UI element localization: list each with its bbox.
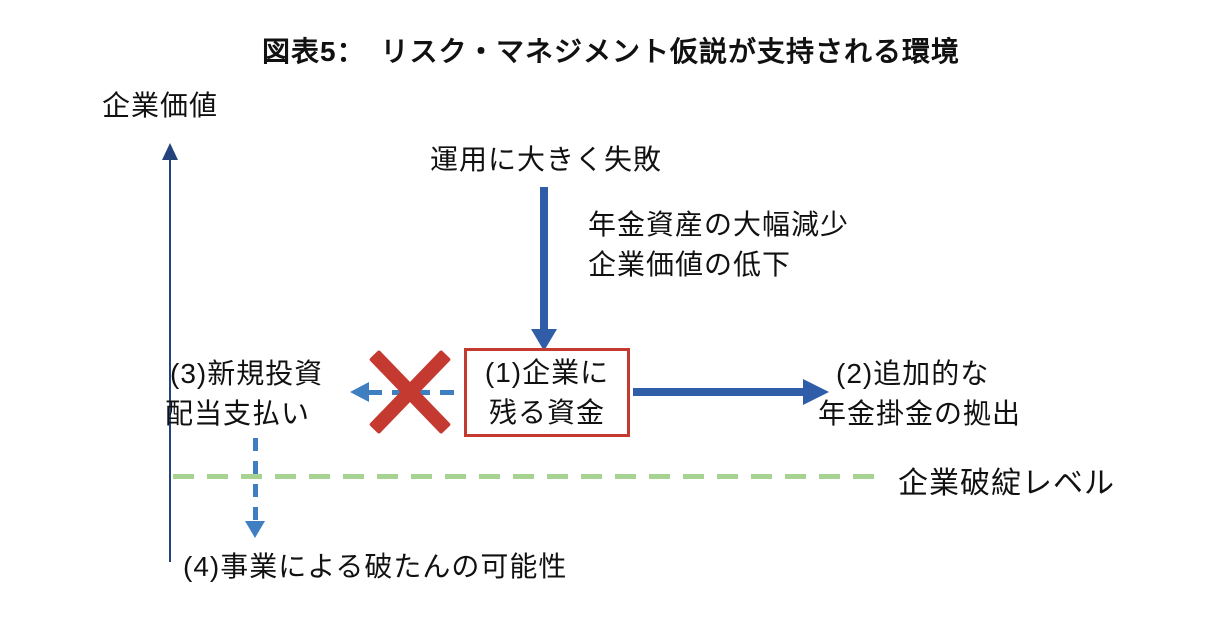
dashed-left-arrow-icon (350, 382, 369, 402)
down-arrow-icon (531, 329, 557, 351)
right-arrow-shaft (633, 388, 805, 396)
remaining-funds-line1: (1)企業に (484, 356, 610, 388)
remaining-funds-line2: 残る資金 (488, 396, 605, 428)
cross-out-x-icon (368, 349, 452, 435)
right-option-line1: (2)追加的な (836, 358, 990, 389)
bankruptcy-level-label: 企業破綻レベル (898, 467, 1115, 500)
remaining-funds-box: (1)企業に 残る資金 (464, 348, 630, 437)
right-arrow-icon (803, 379, 829, 405)
dashed-down-arrow-icon (245, 521, 265, 538)
y-axis-arrow-up-icon (162, 143, 178, 160)
dashed-down-arrow-line (253, 438, 258, 523)
left-option-line2: 配当支払い (165, 398, 311, 429)
bottom-outcome-text: (4)事業による破たんの可能性 (183, 551, 568, 582)
left-option-line1: (3)新規投資 (170, 358, 324, 389)
y-axis-line (169, 158, 171, 562)
trigger-text: 運用に大きく失敗 (430, 144, 663, 175)
consequence-text-line1: 年金資産の大幅減少 (588, 209, 850, 240)
consequence-text-line2: 企業価値の低下 (588, 249, 792, 280)
right-option-line2: 年金掛金の拠出 (818, 398, 1022, 429)
y-axis-label: 企業価値 (102, 90, 219, 121)
diagram-title: 図表5： リスク・マネジメント仮説が支持される環境 (261, 36, 960, 67)
down-arrow-shaft (540, 187, 548, 329)
bankruptcy-level-line (173, 474, 885, 479)
